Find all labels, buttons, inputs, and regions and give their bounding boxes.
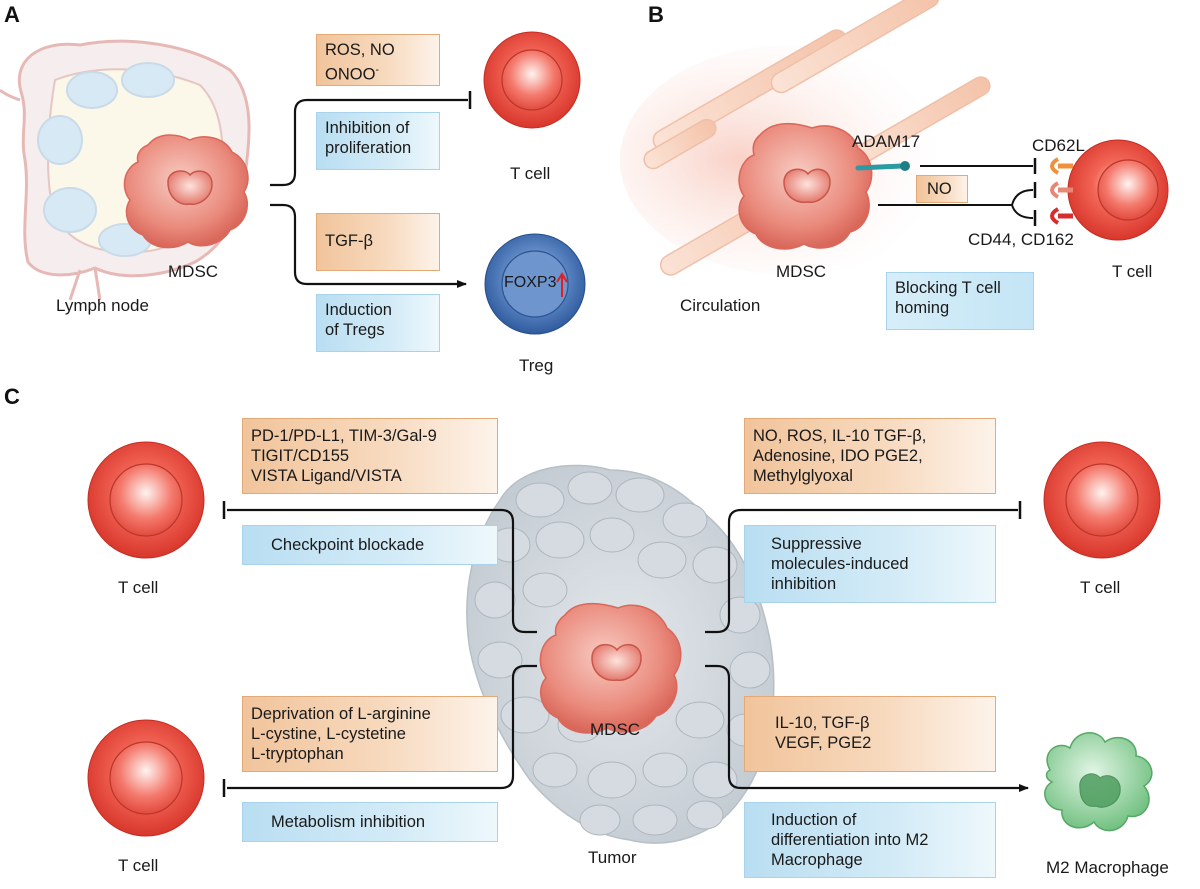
adam17-label: ADAM17	[852, 132, 921, 151]
cd62l-receptor	[1050, 157, 1073, 175]
box-ros-no: ROS, NO ONOO-	[316, 34, 440, 86]
m2-macrophage-label: M2 Macrophage	[1046, 858, 1169, 877]
foxp3-up-arrow	[556, 272, 568, 297]
panel-letter-b: B	[648, 2, 664, 27]
m2-induction-arrow	[705, 664, 1029, 792]
t-cell-c-top-right	[1043, 441, 1161, 559]
t-cell-a	[483, 31, 581, 129]
box-metabolism-inhibition: Metabolism inhibition	[242, 802, 498, 842]
box-ros-no-text: ROS, NO ONOO	[325, 41, 395, 84]
panel-a	[0, 31, 586, 335]
t-cell-b	[1067, 139, 1169, 241]
treg-label: Treg	[519, 356, 554, 375]
metabolism-inhibition-line	[227, 664, 537, 790]
treg-cell	[484, 233, 586, 335]
box-induction-of-tregs: Induction of Tregs	[316, 294, 440, 352]
panel-b	[620, 0, 1169, 276]
box-tgf-beta: TGF-β	[316, 213, 440, 271]
panel-letter-c: C	[4, 384, 20, 409]
box-ros-no-superscript: -	[375, 64, 380, 76]
checkpoint-inhibition-line	[227, 508, 537, 634]
m2-macrophage	[1044, 732, 1153, 832]
cd44-cd162-label: CD44, CD162	[968, 230, 1074, 249]
adam17-receptor	[855, 163, 905, 171]
box-deprivation: Deprivation of L-arginine L-cystine, L-c…	[242, 696, 498, 772]
foxp3-label: FOXP3	[504, 274, 557, 291]
suppressive-inhibition-line	[705, 508, 1018, 634]
tumor-label: Tumor	[588, 848, 637, 867]
induction-arrow-a	[270, 203, 467, 288]
mdsc-cell-c	[539, 602, 682, 734]
mdsc-cell-a	[123, 134, 249, 249]
cd44-receptor	[1050, 181, 1073, 199]
mdsc-label-a: MDSC	[168, 262, 219, 281]
box-induction-m2: Induction of differentiation into M2 Mac…	[744, 802, 996, 878]
mdsc-label-c: MDSC	[590, 720, 641, 739]
box-suppressive-molecules: NO, ROS, IL-10 TGF-β, Adenosine, IDO PGE…	[744, 418, 996, 494]
t-cell-label-c-top-left: T cell	[118, 578, 159, 597]
mdsc-cell-b	[738, 122, 873, 250]
mdsc-label-b: MDSC	[776, 262, 827, 281]
panel-c	[87, 441, 1161, 844]
box-inhibition-of-proliferation: Inhibition of proliferation	[316, 112, 440, 170]
no-inhibition-line	[878, 189, 1034, 219]
cd62l-label: CD62L	[1032, 136, 1085, 155]
t-cell-label-a: T cell	[510, 164, 551, 183]
box-checkpoint-ligands: PD-1/PD-L1, TIM-3/Gal-9 TIGIT/CD155 VIST…	[242, 418, 498, 494]
box-il10-tgf-vegf: IL-10, TGF-β VEGF, PGE2	[744, 696, 996, 772]
inhibition-line-a	[270, 98, 468, 187]
t-cell-label-c-top-right: T cell	[1080, 578, 1121, 597]
box-checkpoint-blockade: Checkpoint blockade	[242, 525, 498, 565]
t-cell-label-c-bottom-left: T cell	[118, 856, 159, 875]
adam17-receptor-tip	[900, 161, 910, 171]
box-blocking-t-cell-homing: Blocking T cell homing	[886, 272, 1034, 330]
circulation-label: Circulation	[680, 296, 761, 315]
panel-letter-a: A	[4, 2, 20, 27]
lymph-node-label: Lymph node	[56, 296, 149, 315]
t-cell-label-b: T cell	[1112, 262, 1153, 281]
box-suppressive-inhibition: Suppressive molecules-induced inhibition	[744, 525, 996, 603]
t-cell-c-top-left	[87, 441, 205, 559]
box-no: NO	[916, 175, 968, 203]
t-cell-c-bottom-left	[87, 719, 205, 837]
cd162-receptor	[1050, 207, 1073, 225]
